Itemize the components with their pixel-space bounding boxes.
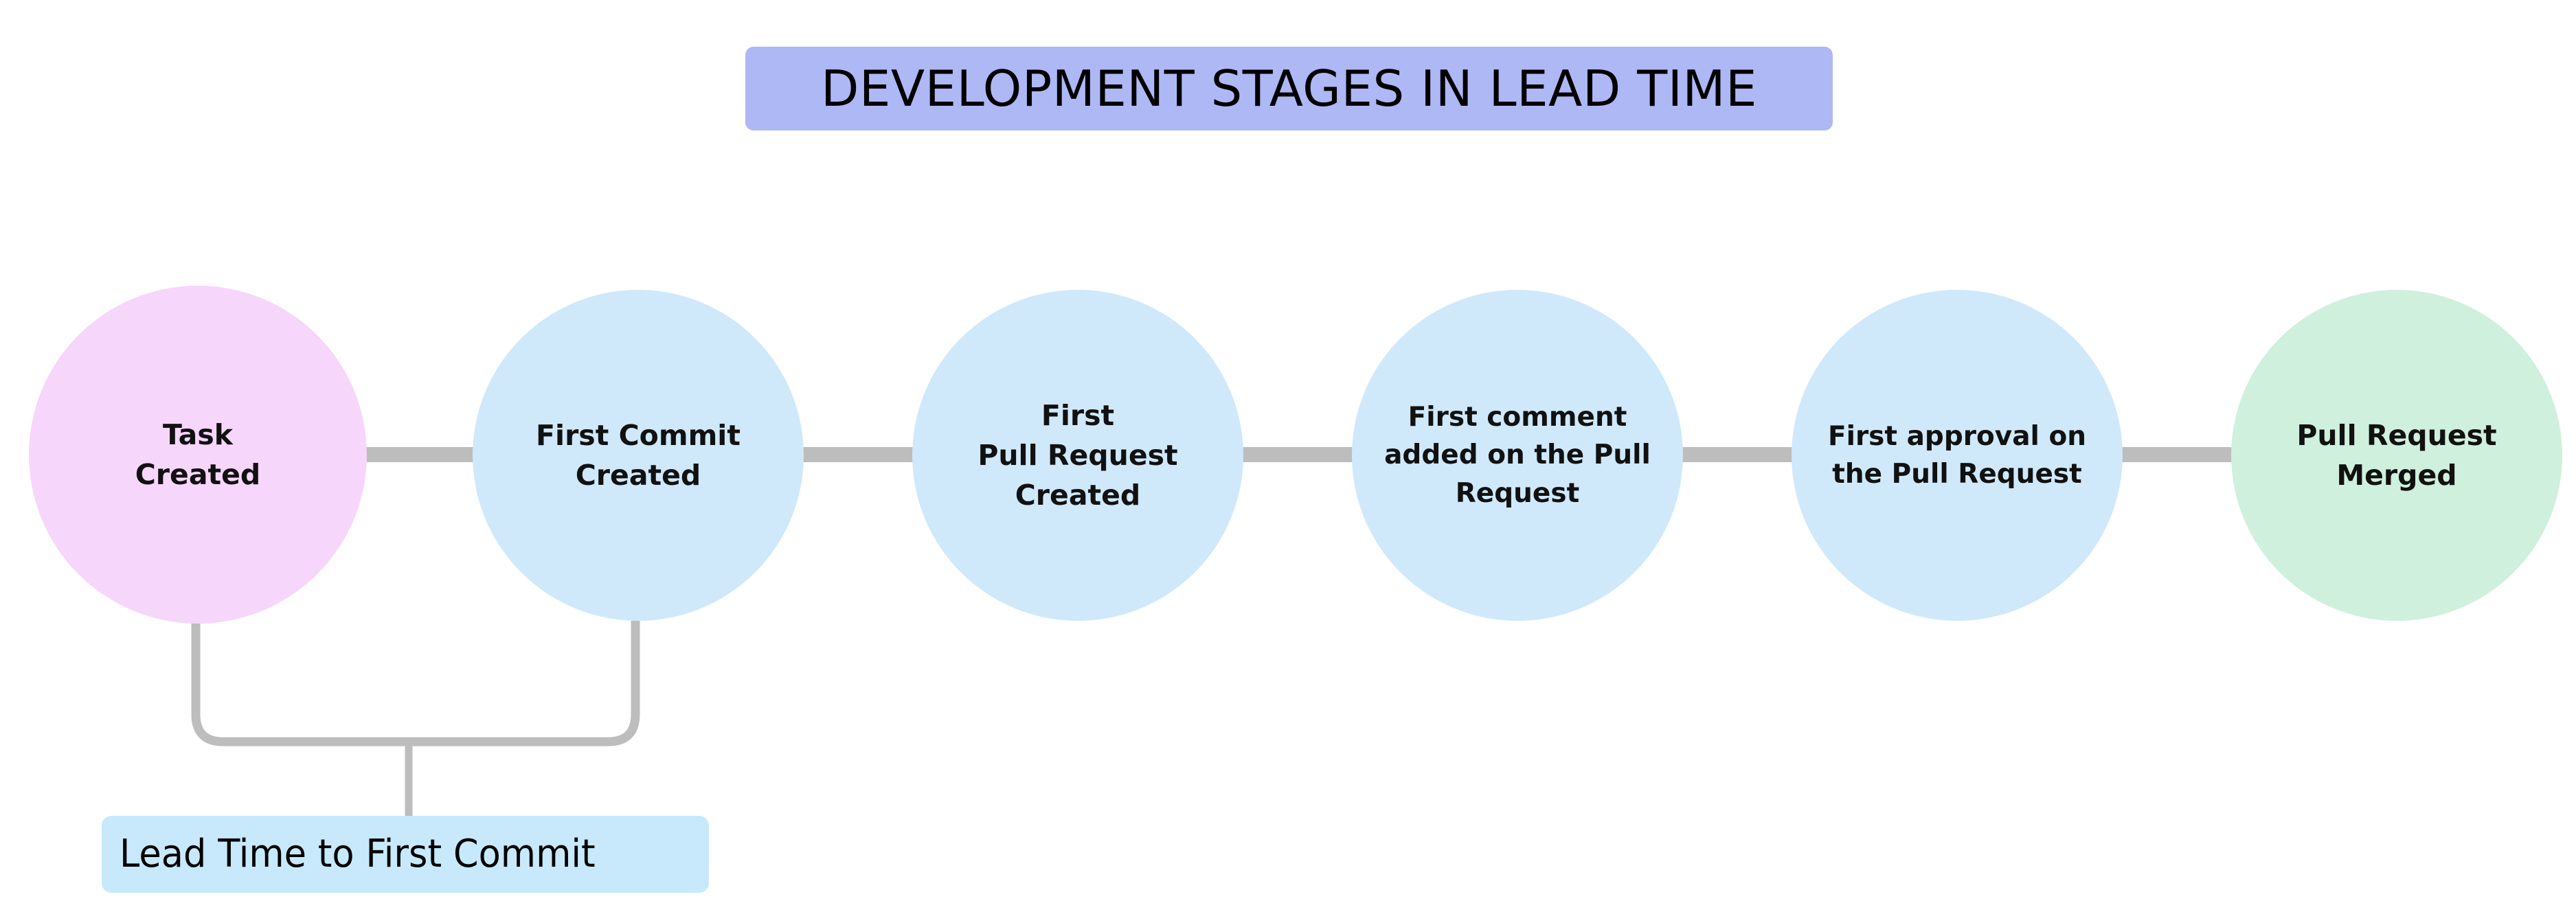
diagram-title-banner: DEVELOPMENT STAGES IN LEAD TIME: [745, 47, 1833, 130]
stage-label-first-commit-created: First Commit Created: [536, 418, 741, 492]
stage-node-first-comment-added[interactable]: First comment added on the Pull Request: [1352, 290, 1683, 621]
connector-4-5: [1669, 447, 1807, 462]
stage-label-task-created: Task Created: [135, 418, 261, 491]
diagram-title: DEVELOPMENT STAGES IN LEAD TIME: [820, 60, 1758, 117]
stage-label-first-comment-added: First comment added on the Pull Request: [1384, 401, 1651, 509]
measure-label-lead-time-to-first-commit[interactable]: Lead Time to First Commit: [102, 816, 709, 893]
connector-2-3: [790, 447, 927, 462]
connector-1-2: [350, 447, 488, 462]
stage-node-pull-request-merged[interactable]: Pull Request Merged: [2231, 290, 2562, 621]
stage-node-task-created[interactable]: Task Created: [29, 286, 367, 624]
connector-5-6: [2109, 447, 2246, 462]
measure-label-text: Lead Time to First Commit: [120, 832, 596, 876]
stage-node-first-approval[interactable]: First approval on the Pull Request: [1792, 290, 2123, 621]
stage-label-pull-request-merged: Pull Request Merged: [2296, 418, 2497, 492]
lead-time-bracket: [191, 617, 640, 819]
stage-node-first-pull-request-created[interactable]: First Pull Request Created: [912, 290, 1243, 621]
stage-label-first-approval: First approval on the Pull Request: [1827, 420, 2087, 490]
connector-3-4: [1230, 447, 1367, 462]
stage-label-first-pull-request-created: First Pull Request Created: [978, 398, 1178, 512]
stage-node-first-commit-created[interactable]: First Commit Created: [473, 290, 804, 621]
